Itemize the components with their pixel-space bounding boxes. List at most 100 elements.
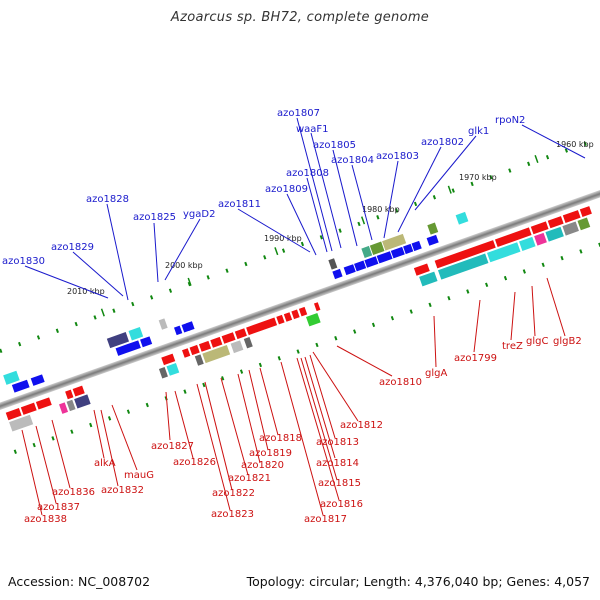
- gene-label: glk1: [468, 126, 489, 137]
- gene-feature: [186, 321, 195, 331]
- gene-feature: [382, 233, 407, 251]
- gene-feature: [189, 344, 200, 356]
- gene-label: azo1804: [331, 155, 374, 166]
- guide-dot: [508, 168, 512, 173]
- gene-feature: [35, 397, 52, 410]
- gene-feature: [158, 318, 168, 330]
- gene-feature: [230, 340, 244, 354]
- gene-feature: [210, 336, 223, 348]
- connector-line: [304, 356, 336, 459]
- gene-feature: [411, 240, 422, 252]
- connector-line: [351, 164, 373, 241]
- guide-dot: [413, 201, 418, 207]
- gene-feature: [332, 268, 343, 280]
- gene-label: azo1807: [277, 108, 320, 119]
- tick-label: 1990 kbp: [264, 234, 302, 243]
- gene-feature: [106, 332, 130, 349]
- guide-dot: [428, 302, 432, 308]
- guide-dot: [545, 154, 550, 160]
- guide-dot: [470, 181, 474, 187]
- guide-dot: [579, 249, 583, 254]
- gene-feature: [9, 414, 34, 432]
- gene-label: mauG: [124, 470, 154, 481]
- guide-dot: [107, 416, 112, 421]
- guide-dot: [225, 268, 229, 273]
- gene-features: [3, 206, 592, 432]
- gene-label: azo1836: [52, 487, 95, 498]
- connector-line: [24, 265, 109, 299]
- gene-feature: [20, 402, 37, 415]
- guide-dot: [202, 382, 206, 388]
- guide-dot: [564, 148, 568, 153]
- gene-feature: [577, 217, 591, 231]
- gene-feature: [364, 256, 379, 268]
- connector-line: [259, 367, 279, 436]
- gene-feature: [455, 211, 469, 225]
- guide-dot: [126, 409, 131, 414]
- gene-feature: [562, 221, 579, 236]
- gene-feature: [494, 227, 532, 247]
- guide-dot: [541, 262, 545, 268]
- scale-tick: [360, 216, 366, 225]
- connector-line: [312, 351, 359, 422]
- gene-label: azo1827: [151, 441, 194, 452]
- connector-line: [531, 285, 536, 337]
- tick-label: 2000 kbp: [165, 261, 203, 270]
- guide-dot: [244, 261, 248, 267]
- gene-feature: [59, 402, 69, 414]
- map-title: Azoarcus sp. BH72, complete genome: [170, 10, 430, 25]
- connector-line: [93, 409, 105, 459]
- gene-feature: [343, 264, 356, 276]
- scale-tick: [534, 154, 539, 163]
- gene-label: azo1818: [259, 433, 302, 444]
- gene-label: azo1810: [379, 377, 422, 388]
- connector-line: [296, 357, 340, 501]
- gene-feature: [413, 263, 430, 276]
- gene-label: azo1809: [265, 184, 308, 195]
- guide-dot: [131, 301, 135, 307]
- guide-dot: [560, 255, 564, 261]
- guide-dot: [112, 308, 116, 313]
- gene-feature: [328, 258, 338, 270]
- guide-dot: [13, 449, 17, 454]
- connector-line: [164, 218, 201, 281]
- gene-feature: [221, 332, 236, 344]
- guide-dot: [353, 329, 357, 334]
- gene-label: azo1808: [286, 168, 329, 179]
- connector-line: [153, 222, 159, 283]
- connector-line: [336, 345, 393, 377]
- connector-line: [433, 315, 437, 368]
- connector-line: [237, 208, 311, 253]
- scale-tick: [187, 277, 192, 286]
- gene-feature: [158, 367, 168, 379]
- guide-dot: [183, 389, 187, 394]
- gene-feature: [5, 408, 22, 421]
- gene-label: azo1826: [173, 457, 216, 468]
- guide-dot: [503, 275, 508, 281]
- gene-label: azo1819: [249, 448, 292, 459]
- gene-label: glgA: [425, 368, 447, 379]
- gene-feature: [579, 206, 592, 217]
- gene-label: alkA: [94, 458, 116, 469]
- gene-feature: [426, 234, 439, 246]
- gene-feature: [11, 379, 30, 393]
- connector-line: [309, 354, 336, 439]
- gene-label: azo1821: [228, 473, 271, 484]
- guide-dot: [206, 275, 210, 280]
- connector-line: [510, 291, 516, 341]
- guide-dot: [296, 349, 300, 354]
- scale-tick: [447, 185, 452, 194]
- gene-feature: [486, 242, 521, 263]
- connector-line: [306, 177, 328, 253]
- guide-dot: [150, 295, 154, 300]
- gene-feature: [419, 271, 438, 287]
- tick-label: 1960 kbp: [556, 140, 594, 149]
- guide-dot: [18, 341, 22, 347]
- gene-feature: [246, 317, 278, 336]
- connector-line: [106, 203, 129, 301]
- guide-dots: [0, 141, 600, 454]
- gene-feature: [202, 345, 231, 364]
- gene-label: azo1817: [304, 514, 347, 525]
- bottom-gene-labels: glgB2 glgC treZ azo1799 glgA azo1810 azo…: [24, 336, 582, 525]
